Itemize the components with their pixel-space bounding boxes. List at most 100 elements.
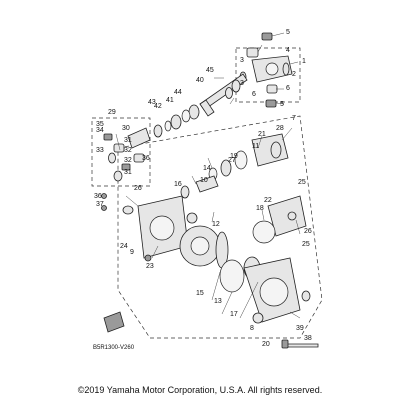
lower-cup-part [266, 84, 278, 94]
callout-label: 26 [304, 228, 312, 235]
callout-label: 44 [174, 89, 182, 96]
lower-cap-part [265, 99, 277, 108]
bolt-37-part [101, 205, 107, 211]
assembly-boundary-main [117, 115, 323, 339]
callout-label: 23 [146, 263, 154, 270]
callout-label: 28 [276, 125, 284, 132]
callout-label: 36 [142, 155, 150, 162]
callout-label: 15 [196, 290, 204, 297]
snap-ring-part [282, 62, 290, 76]
callout-label: 31 [124, 137, 132, 144]
callout-label: 40 [196, 77, 204, 84]
callout-label: 25 [298, 179, 306, 186]
bolt-26-part [287, 211, 297, 221]
callout-label: 11 [252, 143, 259, 150]
diagram-code: B5R1300-V260 [93, 345, 135, 351]
callout-label: 33 [96, 147, 104, 154]
callout-label: 5 [286, 29, 290, 36]
callout-label: 14 [203, 165, 211, 172]
callout-label: 34 [96, 127, 104, 134]
housing-35-part [113, 143, 125, 153]
ring-29-part [270, 141, 282, 159]
callout-numbers: 1 2 3 3 4 5 5 6 6 7 8 9 10 11 12 13 14 1… [94, 29, 312, 348]
callout-label: 32 [124, 147, 132, 154]
callout-label: 8 [250, 325, 254, 332]
callout-label: 18 [256, 205, 264, 212]
ring-32-part [108, 152, 116, 164]
callout-label: 6 [252, 91, 256, 98]
callout-label: 27 [228, 157, 236, 164]
shaft-spline-part [199, 99, 215, 117]
ring-28-part [220, 159, 232, 177]
callout-leader-lines [115, 32, 301, 319]
clip-34-part [103, 133, 113, 141]
callout-label: 16 [174, 181, 182, 188]
callout-label: 37 [96, 201, 104, 208]
callout-label: 30 [122, 125, 130, 132]
callout-label: 39 [296, 325, 304, 332]
assembly-boundary-left [91, 117, 151, 187]
clip-33-part [121, 163, 131, 171]
main-housing-bore-part [259, 277, 289, 307]
callout-label: 43 [148, 99, 156, 106]
circlip-45-part [153, 124, 163, 138]
callout-label: 19 [230, 153, 238, 160]
ring-gear-assembly [179, 225, 229, 269]
callout-label: 42 [154, 103, 162, 110]
callout-label: 21 [258, 131, 266, 138]
cap-part [261, 32, 273, 41]
cup-part [246, 47, 259, 58]
copyright-notice: ©2019 Yamaha Motor Corporation, U.S.A. A… [77, 385, 323, 395]
housing-36-part [133, 153, 145, 163]
bolt-25-part [144, 254, 152, 262]
callout-label: 6 [286, 85, 290, 92]
callout-label: 5 [280, 101, 284, 108]
callout-label: 45 [206, 67, 214, 74]
pinion-10-part [195, 175, 219, 193]
bearing-41-part [188, 104, 200, 120]
gear-case-ring-part [252, 220, 276, 244]
shaft-seal-part [231, 79, 241, 93]
ring-gear-hub-part [190, 236, 210, 256]
bolt-22-part [122, 205, 134, 215]
callout-label: 35 [96, 121, 104, 128]
bolt-5-part [301, 290, 311, 302]
housing-cover-bore-part [149, 215, 175, 241]
callout-label: 22 [264, 197, 272, 204]
ring-42-part [181, 109, 191, 123]
callout-label: 17 [230, 311, 238, 318]
callout-label: 10 [200, 177, 208, 184]
bolt-39-part [281, 339, 289, 349]
callout-label: 38 [304, 335, 312, 342]
callout-label: 41 [166, 97, 174, 104]
bearing-19-part [234, 150, 248, 170]
callout-label: 24 [120, 243, 128, 250]
shaft-ring-part [225, 87, 233, 99]
coil-30-part [127, 127, 151, 149]
bolt-36b-part [101, 193, 107, 199]
callout-label: 7 [292, 115, 296, 122]
callout-label: 36 [94, 193, 102, 200]
ring-44-part [164, 120, 172, 132]
cross-spider-part [265, 62, 279, 76]
spring-assembly [103, 127, 151, 182]
case-21-part [251, 133, 289, 167]
shim-13-part [219, 259, 245, 293]
callout-label: 4 [286, 47, 290, 54]
callout-label: 26 [134, 185, 142, 192]
callout-label: 32 [124, 157, 132, 164]
callout-label: 1 [302, 58, 306, 65]
callout-label: 29 [108, 109, 116, 116]
upper-joint-assembly [239, 32, 293, 108]
callout-label: 12 [212, 221, 220, 228]
callout-label: 2 [292, 71, 296, 78]
bolt-12-part [186, 212, 198, 224]
callout-label: 31 [124, 169, 132, 176]
callout-label: 13 [214, 298, 222, 305]
reference-symbol [103, 311, 125, 333]
pin-38-part [285, 343, 319, 348]
callout-label: 3 [240, 80, 244, 87]
seal-43-part [170, 114, 182, 130]
